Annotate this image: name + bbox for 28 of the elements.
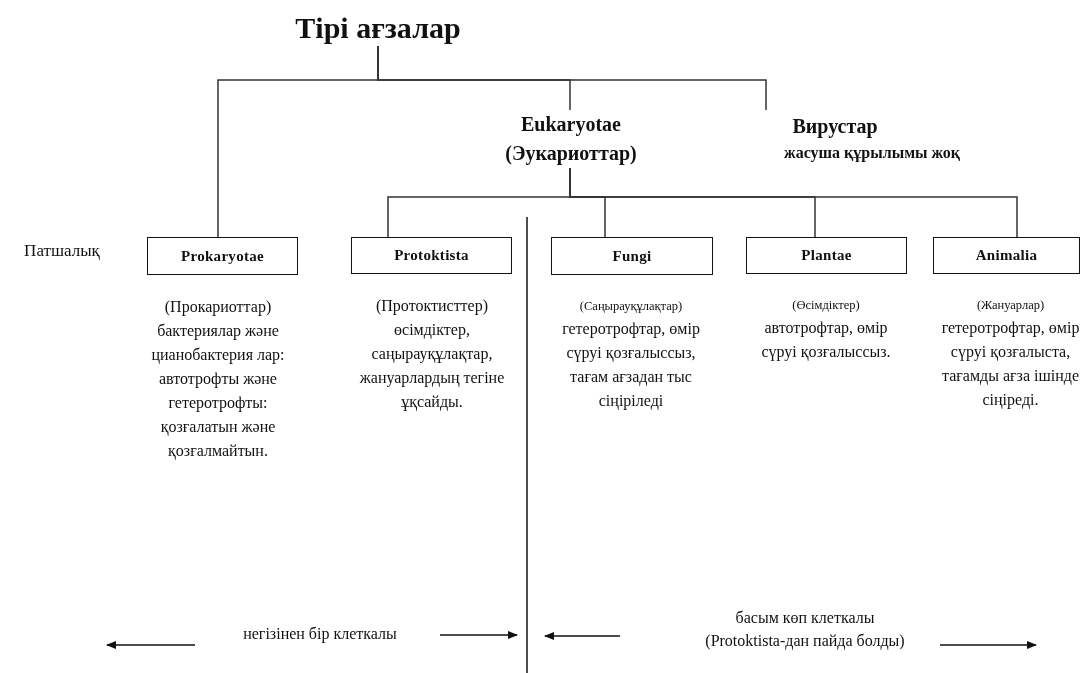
common-name: (Өсімдіктер)	[792, 297, 860, 314]
kingdom-description: гетеротрофтар, өмір сүруі қозғалыста, тағамды ағза ішінде сіңіреді.	[940, 318, 1081, 411]
kingdom-name: Animalia	[975, 247, 1038, 264]
span-label: (Protoktista-дан пайда болды)	[705, 632, 905, 650]
kingdom-description: гетеротрофтар, өмір сүруі қозғалыссыз, тағам ағзадан тыс сіңіріледі	[561, 319, 701, 412]
kingdom-box	[147, 237, 298, 275]
kingdom-description: (Протоктисттер) өсімдіктер, саңырауқұлақтар, жануарлардың тегіне ұқсайды.	[358, 296, 506, 413]
span-label: негізінен бір клеткалы	[243, 625, 397, 643]
tree-connector	[569, 167, 1018, 238]
kingdom-name: Protoktista	[394, 247, 469, 264]
group-name: Eukaryotae (Эукариоттар)	[504, 112, 638, 167]
diagram-heading: Тірі ағзалар	[295, 10, 461, 44]
kingdom-name: Plantae	[801, 247, 852, 264]
tree-connector	[377, 45, 767, 111]
kingdom-description: (Прокариоттар) бактериялар және цианобактерия лар: автотрофты және гетеротрофты: қозғалатын және қозғалмайтын.	[150, 297, 286, 462]
common-name: (Саңырауқұлақтар)	[579, 298, 683, 315]
common-name: (Жануарлар)	[976, 297, 1045, 314]
kingdom-box	[551, 237, 713, 275]
kingdom-name: Fungi	[612, 247, 652, 265]
kingdom-box	[351, 237, 512, 274]
row-label: Патшалық	[24, 241, 100, 261]
kingdom-name: Prokaryotae	[181, 247, 264, 265]
kingdom-description: автотрофтар, өмір сүруі қозғалыссыз.	[760, 318, 892, 363]
group-note: жасуша құрылымы жоқ	[784, 142, 960, 164]
kingdom-box	[933, 237, 1080, 274]
group-name: Вирустар	[792, 113, 878, 140]
span-label: басым көп клеткалы	[735, 609, 875, 627]
kingdom-box	[746, 237, 907, 274]
